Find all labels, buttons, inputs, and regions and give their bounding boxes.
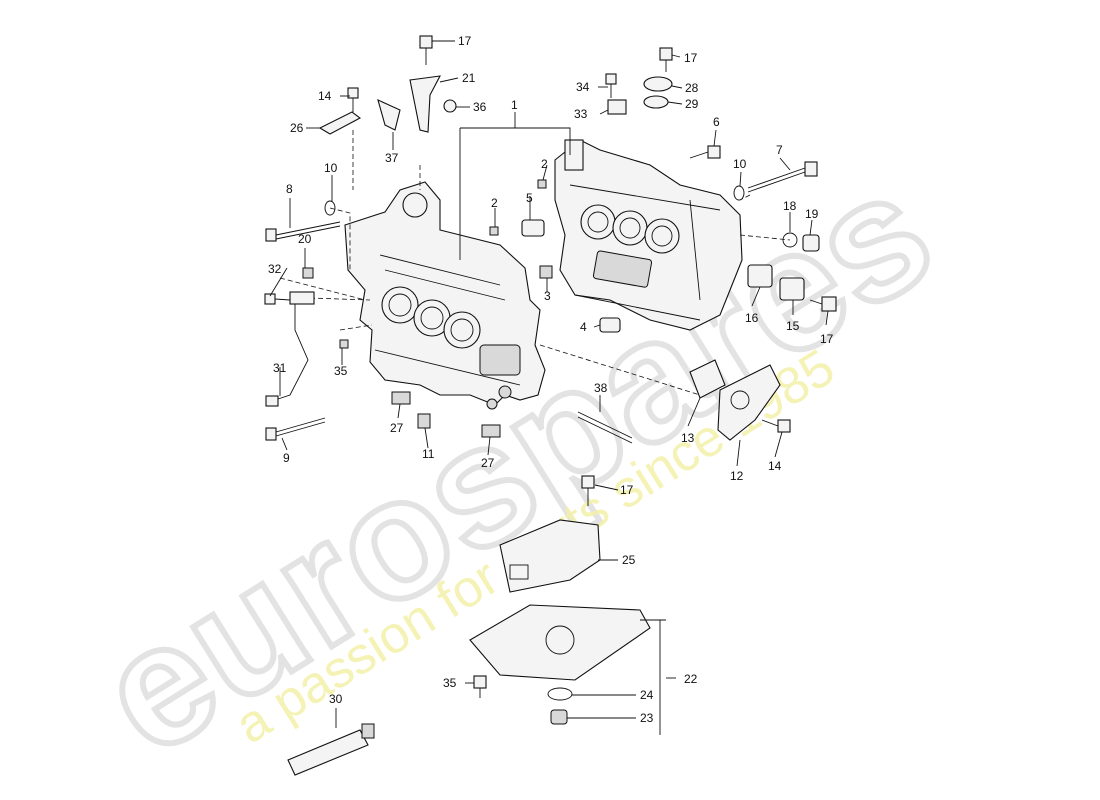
callout-24: 24 [640, 688, 654, 702]
bush-11 [417, 413, 431, 429]
callout-28: 28 [685, 81, 699, 95]
callout-32: 32 [268, 262, 282, 276]
bolt-17-lower [581, 475, 595, 506]
gasket-13 [689, 359, 726, 399]
callout-30: 30 [329, 692, 343, 706]
seal-24 [547, 687, 573, 701]
callout-33: 33 [574, 107, 588, 121]
bracket-26 [318, 111, 362, 135]
gasket-29 [643, 95, 669, 109]
sealant-tube-30 [287, 723, 375, 776]
sensor-31 [265, 291, 315, 407]
callout-9: 9 [283, 451, 290, 465]
callout-2b: 2 [491, 196, 498, 210]
callout-14b: 14 [768, 459, 782, 473]
gasket-4 [599, 317, 621, 333]
callout-27a: 27 [390, 421, 404, 435]
callout-18: 18 [783, 199, 797, 213]
callout-7: 7 [776, 143, 783, 157]
bolt-14-right [761, 419, 791, 433]
callout-1: 1 [511, 98, 518, 112]
callout-31: 31 [273, 361, 287, 375]
callout-12: 12 [730, 469, 744, 483]
bolt-32 [264, 293, 291, 305]
bolt-17-right-top [659, 47, 673, 72]
bracket-21 [409, 75, 441, 133]
cap-28 [643, 76, 673, 92]
watermark: eurospares a passion for parts since 198… [66, 131, 967, 794]
callout-22: 22 [684, 672, 698, 686]
plug-19 [802, 234, 820, 252]
callout-17b: 17 [684, 51, 698, 65]
bolt-8 [265, 221, 341, 242]
callout-10a: 10 [324, 161, 338, 175]
bolt-17-right [809, 296, 837, 312]
housing-12 [717, 364, 781, 441]
callout-17c: 17 [820, 332, 834, 346]
bolt-9 [265, 417, 326, 441]
callout-36: 36 [473, 100, 487, 114]
callout-labels: 1 2 2 3 4 5 6 7 8 9 10 10 11 12 13 14 14… [268, 34, 834, 725]
bolt-14-left [347, 87, 359, 112]
callout-34: 34 [576, 80, 590, 94]
crankcase-half-left [344, 181, 546, 410]
dowel-2 [339, 179, 547, 349]
gasket-16 [747, 264, 773, 288]
plug-23 [550, 709, 568, 725]
bolt-34 [605, 73, 617, 98]
bracket-37 [377, 99, 401, 131]
callout-17a: 17 [458, 34, 472, 48]
callout-27b: 27 [481, 456, 495, 470]
callout-25: 25 [622, 553, 636, 567]
callout-29: 29 [685, 97, 699, 111]
callout-26: 26 [290, 121, 304, 135]
seal-18 [782, 232, 798, 248]
stud-38 [577, 411, 633, 444]
callout-11: 11 [422, 447, 435, 461]
callout-20: 20 [298, 232, 312, 246]
callout-21: 21 [462, 71, 476, 85]
callout-38: 38 [594, 381, 608, 395]
bush-27 [391, 391, 501, 438]
callout-8: 8 [286, 182, 293, 196]
gasket-5 [521, 219, 545, 237]
callout-4: 4 [580, 320, 587, 334]
bolt-35-lower [473, 675, 487, 698]
callout-6: 6 [713, 115, 720, 129]
callout-10b: 10 [733, 157, 747, 171]
seal-10 [324, 185, 745, 216]
callout-3: 3 [544, 289, 551, 303]
bolt-6 [689, 145, 721, 159]
nut-36 [443, 99, 457, 113]
callout-35b: 35 [443, 676, 457, 690]
callout-17d: 17 [620, 483, 634, 497]
bolt-7 [747, 161, 818, 193]
callout-16: 16 [745, 311, 759, 325]
oil-pan-22 [469, 604, 651, 681]
callout-37: 37 [385, 151, 399, 165]
callout-19: 19 [805, 207, 819, 221]
sleeve-3 [539, 265, 553, 279]
callout-14a: 14 [318, 89, 332, 103]
callout-5: 5 [526, 191, 533, 205]
sensor-33 [607, 99, 627, 115]
callout-23: 23 [640, 711, 654, 725]
bolt-17-top [419, 35, 433, 65]
callout-15: 15 [786, 319, 800, 333]
leader-lines [269, 40, 829, 735]
watermark-brand: eurospares [69, 134, 964, 791]
callout-2a: 2 [541, 157, 548, 171]
crankcase-half-right [554, 139, 743, 331]
sleeve-20 [302, 267, 314, 279]
callout-13: 13 [681, 431, 695, 445]
gasket-15 [779, 277, 805, 301]
callout-35a: 35 [334, 364, 348, 378]
